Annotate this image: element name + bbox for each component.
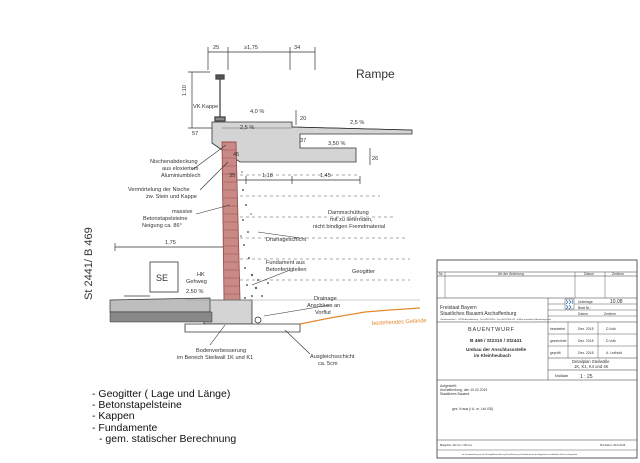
nischen-line1: Nischenabdeckung — [150, 159, 198, 165]
nischen-line2: aus eloxiertem — [162, 166, 199, 172]
vermoertelung-line1: Vermörtelung der Nische — [128, 187, 190, 193]
slope-350: 3,50 % — [328, 141, 345, 147]
dim-145: 1,45 — [320, 173, 331, 179]
dim-175-top: ≥1,75 — [244, 45, 258, 51]
tb-unterlage-label: Unterlage — [578, 300, 593, 304]
tb-head-art: Art der Änderung — [498, 272, 524, 276]
damm-line2: mit zu liefernden, — [330, 217, 373, 223]
bavaria-crest-icon — [564, 298, 575, 310]
title-rampe: Rampe — [356, 67, 395, 81]
fundament-line1: Fundament aus — [266, 260, 305, 266]
notes-list: Geogitter ( Lage und Länge) Betonstapels… — [92, 388, 236, 445]
tb-aufgestellt-3: Staatliches Bauamt — [440, 392, 469, 396]
fundament-line2: Betonfertigteilen — [266, 267, 306, 273]
ausgleich-line2: ca. 5cm — [318, 361, 338, 367]
tb-bearbeitet-by: D.Volk — [606, 327, 616, 331]
hk-line1: HK — [197, 272, 205, 278]
drainage-line2: Anschluss an — [307, 303, 340, 309]
tb-gezeichnet-date: Dez. 2018 — [578, 339, 594, 343]
hk-line2: Gehweg — [186, 279, 207, 285]
dim-35: 35 — [229, 173, 235, 179]
tb-office-small: Cornelienstraße 1 · 63739 Aschaffenburg … — [440, 318, 552, 321]
diagram-labels: Rampe St 2441/ B 469 SE 25 ≥1,75 34 1:10… — [83, 45, 427, 367]
slope-40: 4,0 % — [250, 109, 264, 115]
drainage-line1: Drainage — [314, 296, 337, 302]
tb-massstab-label: Maßstab — [555, 374, 568, 378]
drainage-layer — [240, 171, 269, 299]
tb-project-2: im Kleinheubach — [474, 353, 511, 358]
geogitter-lines — [240, 174, 410, 281]
note-item: Betonstapelsteine — [92, 399, 236, 411]
vk-kappe-label: VK Kappe — [193, 104, 218, 110]
massive-line3: Neigung ca. 86° — [142, 223, 182, 229]
tb-geprueft-label: geprüft — [550, 351, 561, 355]
dim-175-left: 1,75 — [165, 240, 176, 246]
tb-bearbeitet-date: Dez. 2018 — [578, 327, 594, 331]
tb-aufgestellt-2: Aschaffenburg, den 10.02.2019 — [440, 388, 487, 392]
gehweg — [109, 261, 213, 323]
se-label: SE — [156, 273, 168, 283]
vermoertelung-line2: zw. Stein und Kappe — [146, 194, 197, 200]
bodenverbesserung-line1: Bodenverbesserung — [196, 348, 246, 354]
slope-25b: 2,5 % — [350, 120, 364, 126]
tb-datum-label: Datum — [578, 312, 588, 316]
note-item: Kappen — [92, 411, 236, 422]
damm-line1: Dammschüttung — [328, 210, 369, 216]
tb-signature: gez. Kraus (i.A. m. Ltd. BD) — [452, 407, 493, 411]
note-item: Fundamente — [92, 422, 236, 434]
dim-26: 26 — [372, 156, 378, 162]
dim-20: 20 — [300, 116, 306, 122]
note-item: Geogitter ( Lage und Länge) — [92, 388, 236, 400]
title-block: Nr. Art der Änderung Datum Zeichen Freis… — [436, 259, 638, 459]
railing — [214, 74, 226, 122]
tb-project-1: Umbau der Anschlussstelle — [466, 347, 527, 352]
tb-geprueft-date: Dez. 2018 — [578, 351, 594, 355]
nischen-line3: Aluminiumblech — [161, 173, 200, 179]
tb-zeichen-label: Zeichen — [604, 312, 616, 316]
tb-detail-1: Detailplan Steilwälle — [572, 359, 610, 364]
tb-office-1: Freistaat Bayern — [440, 305, 477, 311]
massive-line1: massive — [172, 209, 193, 215]
leader-lines — [191, 144, 331, 355]
drainageschicht-label: Drainageschicht — [266, 237, 307, 243]
tb-gezeichnet-label: gezeichnet — [550, 339, 566, 343]
tb-detail-2: 1K, K1, K4 und 4K — [574, 364, 609, 369]
tb-bauentwurf: BAUENTWURF — [468, 327, 515, 333]
tb-footer-copy: Im Zusammenhang mit der Planung/Bauausfü… — [462, 453, 578, 456]
tb-footer-right: Plot-Datum: 08.03.2019 — [600, 444, 626, 447]
tb-aufgestellt-1: Aufgestellt: — [440, 384, 457, 388]
tb-gezeichnet-by: D.Volk — [606, 339, 616, 343]
tb-geprueft-by: A. Leithold — [606, 351, 622, 355]
massive-line2: Betonstapelsteine — [143, 216, 187, 222]
bodenverbesserung-line2: im Bereich Steilwall 1K und K1 — [177, 355, 253, 361]
note-item: gem. statischer Berechnung — [92, 433, 236, 445]
vertical-label: St 2441/ B 469 — [83, 227, 95, 300]
slope-25a: 2,5 % — [240, 125, 254, 131]
dim-25-top: 25 — [213, 45, 219, 51]
dim-37: 37 — [300, 138, 306, 144]
tb-footer-left: Blattgröße: 420 mm x 594 mm — [440, 444, 472, 447]
dim-45: 45 — [233, 152, 239, 158]
tb-blatt-label: Blatt Nr.: — [578, 306, 591, 310]
tb-head-datum: Datum — [584, 272, 594, 276]
tb-head-zeichen: Zeichen — [612, 272, 624, 276]
tb-massstab-value: 1 : 25 — [580, 374, 593, 380]
geogitter-label: Geogitter — [352, 269, 375, 275]
tb-road: B 469 / St2310 / St2441 — [470, 338, 522, 344]
slope-25c: 2,50 % — [186, 289, 203, 295]
dim-34: 34 — [294, 45, 300, 51]
gelaende-label: bestehendes Gelände — [372, 318, 427, 327]
dim-slope-110: 1:10 — [182, 85, 188, 96]
ausgleich-line1: Ausgleichsschicht — [310, 354, 355, 360]
dim-57: 57 — [192, 131, 198, 137]
damm-line3: nicht bindigen Fremdmaterial — [313, 224, 385, 230]
tb-office-2: Staatliches Bauamt Aschaffenburg — [440, 311, 517, 317]
tb-bearbeitet-label: bearbeitet — [550, 327, 565, 331]
dim-118: 1,18 — [262, 173, 273, 179]
tb-head-nr: Nr. — [439, 272, 443, 276]
drainage-line3: Vorflut — [315, 310, 331, 316]
gelaende-lines — [185, 299, 421, 325]
tb-unterlage-value: 10.08 — [610, 299, 623, 305]
